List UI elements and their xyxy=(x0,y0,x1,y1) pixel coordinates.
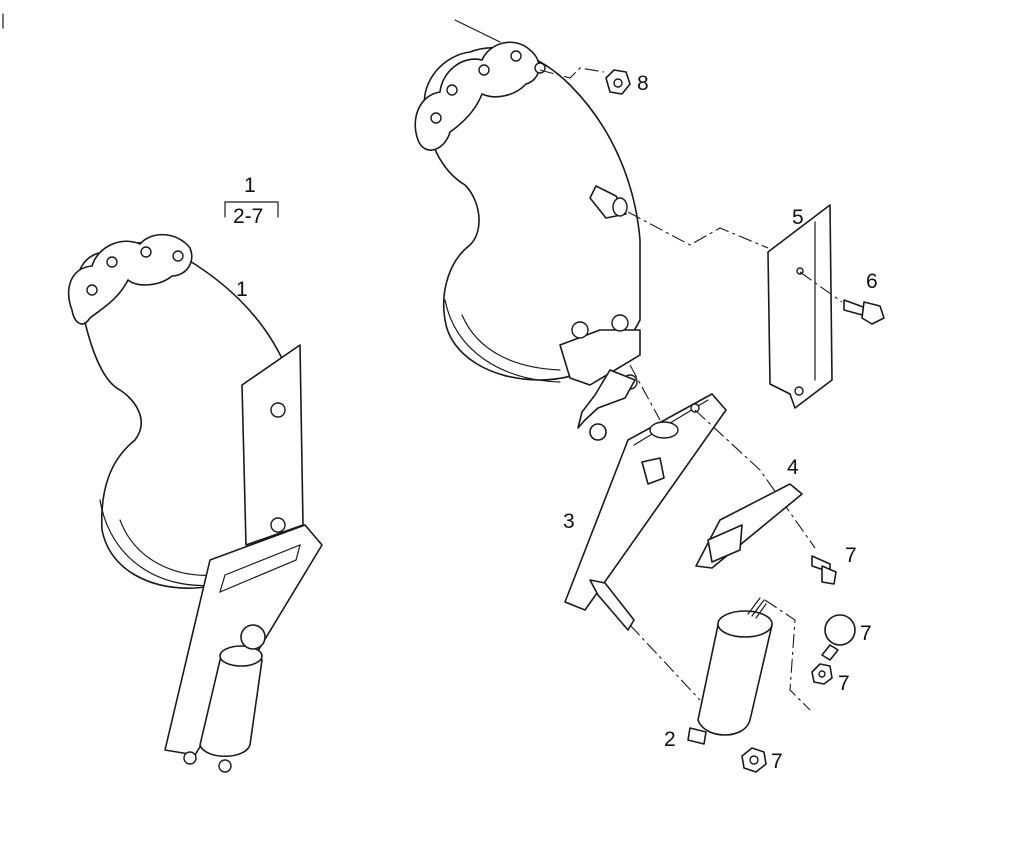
assembly-number-label: 1 xyxy=(244,174,256,197)
assembled-rim xyxy=(99,499,216,587)
part-7-nut-bottom xyxy=(741,747,767,773)
linkage-arm-ball xyxy=(589,423,607,441)
assembled-bolt-top xyxy=(270,402,286,418)
leader-6 xyxy=(799,271,843,303)
part-5-bracket xyxy=(767,204,833,409)
callout-item-4: 4 xyxy=(787,456,799,479)
callout-item-6: 6 xyxy=(866,270,878,293)
part-2-cylinder xyxy=(687,597,773,745)
assembled-bolt-bottom xyxy=(270,517,286,533)
leader-7-nut xyxy=(764,599,811,711)
assembled-cylinder xyxy=(183,624,266,773)
part-7-ball-joint xyxy=(821,614,856,661)
leader-5 xyxy=(627,211,769,249)
assembled-view xyxy=(67,233,323,773)
callout-item-3: 3 xyxy=(563,510,575,533)
callout-item-7-bottom: 7 xyxy=(771,750,783,773)
cylinder-threaded-rod xyxy=(747,597,767,619)
part-4-support xyxy=(695,483,803,569)
callout-item-7-bolt: 7 xyxy=(845,544,857,567)
assembled-flange xyxy=(67,233,193,325)
exploded-flange xyxy=(414,41,546,151)
plate-pivot-pin xyxy=(589,579,635,631)
assembly-bracket-line xyxy=(224,201,279,218)
callout-item-5: 5 xyxy=(792,206,804,229)
part-8-nut xyxy=(605,69,631,95)
callout-item-7-nut: 7 xyxy=(838,672,850,695)
assembled-nut-left xyxy=(183,751,197,765)
part-7-bolt xyxy=(811,555,837,585)
part-7-hex-nut xyxy=(811,663,833,685)
leader-7-bolt xyxy=(694,409,816,549)
housing-mounting-boss xyxy=(589,185,628,219)
callout-item-7-ball: 7 xyxy=(860,622,872,645)
callout-item-1: 1 xyxy=(236,278,248,301)
plate-boss xyxy=(641,457,665,485)
part-3-lever-plate xyxy=(564,393,727,631)
part-6-bolt xyxy=(843,299,885,325)
cylinder-fitting xyxy=(687,727,707,745)
assembled-nut-right xyxy=(218,759,232,773)
exploded-view xyxy=(414,19,885,773)
leader-8 xyxy=(539,67,605,79)
callout-item-2: 2 xyxy=(664,728,676,751)
assembly-range-label: 2-7 xyxy=(233,205,263,228)
assembled-ball-joint xyxy=(240,624,266,650)
callout-item-8: 8 xyxy=(637,72,649,95)
linkage-arm xyxy=(577,369,636,441)
